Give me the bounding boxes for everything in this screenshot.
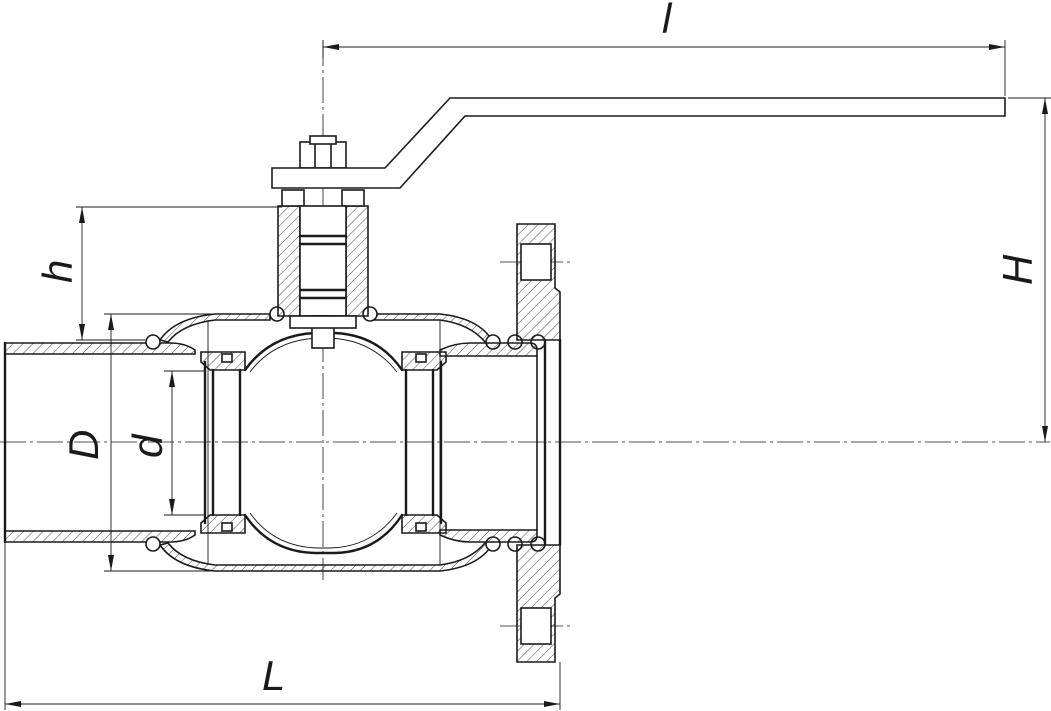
dim-bore-diameter: d (124, 370, 205, 516)
dim-stem-height: h (34, 206, 282, 341)
seats (200, 351, 447, 534)
handle (271, 97, 1006, 189)
dim-outer-diameter: D (60, 313, 212, 572)
flange (516, 223, 562, 663)
label-h: h (34, 260, 81, 283)
stem (277, 189, 369, 349)
label-L: L (262, 652, 285, 699)
label-D: D (60, 430, 107, 460)
label-d: d (124, 433, 171, 458)
outlet-neck (439, 342, 538, 543)
dim-handle-length: l (322, 0, 1006, 96)
label-H: H (994, 254, 1041, 285)
dim-length: L (4, 542, 561, 710)
label-l: l (662, 0, 673, 42)
ball (243, 331, 404, 555)
dim-height: H (994, 97, 1051, 442)
